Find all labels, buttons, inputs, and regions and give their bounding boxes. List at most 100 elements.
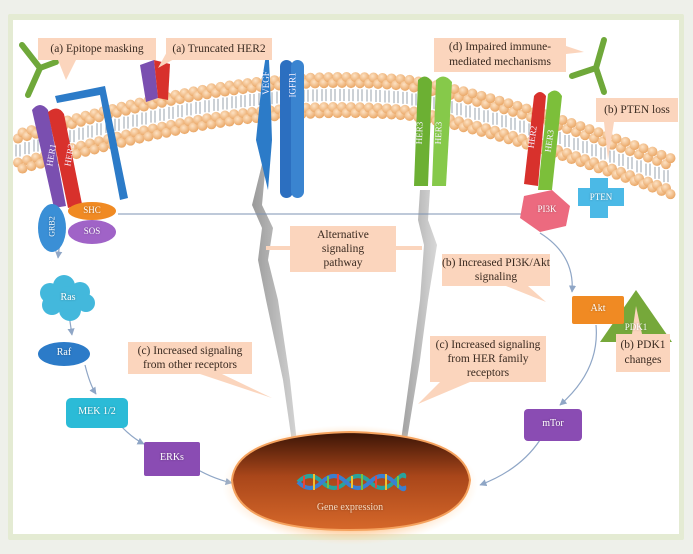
lipid-tail xyxy=(573,138,579,151)
lipid-tail xyxy=(213,98,219,111)
her3-b-label: HER3 xyxy=(432,121,444,145)
lipid-head xyxy=(17,163,28,174)
lipid-tail xyxy=(456,103,462,116)
lipid-tail xyxy=(177,105,183,118)
antibody-icon-right xyxy=(569,37,607,95)
lipid-head xyxy=(71,149,82,160)
callout-pten-loss xyxy=(596,98,678,160)
lipid-tail xyxy=(123,116,129,129)
lipid-head xyxy=(233,115,244,126)
sos-node xyxy=(68,220,116,244)
lipid-head xyxy=(458,86,469,97)
lipid-tail xyxy=(474,107,480,120)
pdk1-changes-label-1: (b) PDK1 xyxy=(620,339,666,351)
lipid-tail xyxy=(609,150,615,163)
lipid-tail xyxy=(249,94,255,107)
pdk1-label: PDK1 xyxy=(624,322,648,332)
lipid-head xyxy=(566,118,577,129)
lipid-head xyxy=(89,144,100,155)
lipid-head xyxy=(521,103,532,114)
lipid-tail xyxy=(303,89,309,102)
lipid-tail xyxy=(240,95,246,108)
mtor-node xyxy=(524,409,582,441)
alt-pathway-label-3: pathway xyxy=(323,257,363,269)
lipid-tail xyxy=(402,91,408,104)
other-receptors-label-2: from other receptors xyxy=(143,359,237,371)
lipid-tail xyxy=(15,144,21,157)
lipid-head xyxy=(629,140,640,151)
lipid-tail xyxy=(618,153,624,166)
lipid-tail xyxy=(465,105,471,118)
callout-alternative-pathway xyxy=(266,226,422,272)
lipid-tail xyxy=(141,112,147,125)
lipid-tail xyxy=(204,100,210,113)
her-family-label-1: (c) Increased signaling xyxy=(435,339,541,351)
mtor-label: mTor xyxy=(542,418,564,429)
lipid-head xyxy=(35,158,46,169)
lipid-head xyxy=(656,149,667,160)
lipid-tail xyxy=(159,108,165,121)
dna-icon xyxy=(296,472,407,492)
lipid-head xyxy=(620,136,631,147)
igfr1-label: IGFR1 xyxy=(287,72,298,98)
lipid-tail xyxy=(132,114,138,127)
lipid-tail xyxy=(483,110,489,123)
epitope-masking-label: (a) Epitope masking xyxy=(50,43,144,55)
lipid-head xyxy=(116,137,127,148)
lipid-head xyxy=(638,143,649,154)
grb2-node xyxy=(38,204,66,252)
lipid-head xyxy=(125,135,136,146)
lipid-head xyxy=(449,84,460,95)
lipid-tail xyxy=(492,112,498,125)
vegf-label: VEGF xyxy=(260,71,271,95)
lipid-tail xyxy=(501,115,507,128)
lipid-head xyxy=(503,98,514,109)
raf-node xyxy=(38,342,90,366)
lipid-tail xyxy=(645,163,651,176)
lipid-tail xyxy=(357,89,363,102)
other-receptors-label-1: (c) Increased signaling xyxy=(137,345,243,357)
lipid-tail xyxy=(627,157,633,170)
increased-pi3k-label-1: (b) Increased PI3K/Akt xyxy=(442,257,550,269)
lipid-head xyxy=(494,95,505,106)
alt-pathway-label-2: signaling xyxy=(321,243,365,255)
pi3k-label: PI3K xyxy=(537,204,557,214)
callout-epitope-masking xyxy=(38,38,156,80)
lipid-tail xyxy=(384,90,390,103)
lipid-head xyxy=(575,121,586,132)
lipid-tail xyxy=(393,91,399,104)
callout-impaired-immune xyxy=(434,38,584,72)
lipid-head xyxy=(179,124,190,135)
antibody-icon-left xyxy=(19,42,59,98)
truncated-her2-icon xyxy=(140,60,170,102)
impaired-immune-label-1: (d) Impaired immune- xyxy=(448,41,552,53)
lipid-tail xyxy=(231,96,237,109)
lipid-tail xyxy=(582,141,588,154)
lipid-tail xyxy=(330,89,336,102)
lipid-tail xyxy=(654,166,660,179)
lipid-tail xyxy=(519,120,525,133)
ras-node xyxy=(40,275,95,321)
pten-label: PTEN xyxy=(589,192,613,202)
lipid-head xyxy=(665,153,676,164)
lipid-head xyxy=(404,74,415,85)
lipid-tail xyxy=(24,142,30,155)
increased-pi3k-label-2: signaling xyxy=(474,271,518,283)
lipid-tail xyxy=(564,135,570,148)
lipid-tail xyxy=(411,93,417,106)
lipid-head xyxy=(134,133,145,144)
lipid-head xyxy=(593,127,604,138)
lipid-head xyxy=(188,122,199,133)
grb2-label: GRB2 xyxy=(47,216,57,237)
lipid-head xyxy=(197,120,208,131)
truncated-her2-label: (a) Truncated HER2 xyxy=(172,43,266,55)
impaired-immune-label-2: mediated mechanisms xyxy=(449,56,551,68)
callout-her-family xyxy=(418,336,546,404)
lipid-head xyxy=(512,100,523,111)
pdk1-changes-label-2: changes xyxy=(624,354,662,366)
lipid-tail xyxy=(348,89,354,102)
pi3k-node xyxy=(520,190,570,232)
lipid-head xyxy=(611,133,622,144)
her3-a-label: HER3 xyxy=(413,121,425,145)
gene-expression-label: Gene expression xyxy=(316,502,384,513)
